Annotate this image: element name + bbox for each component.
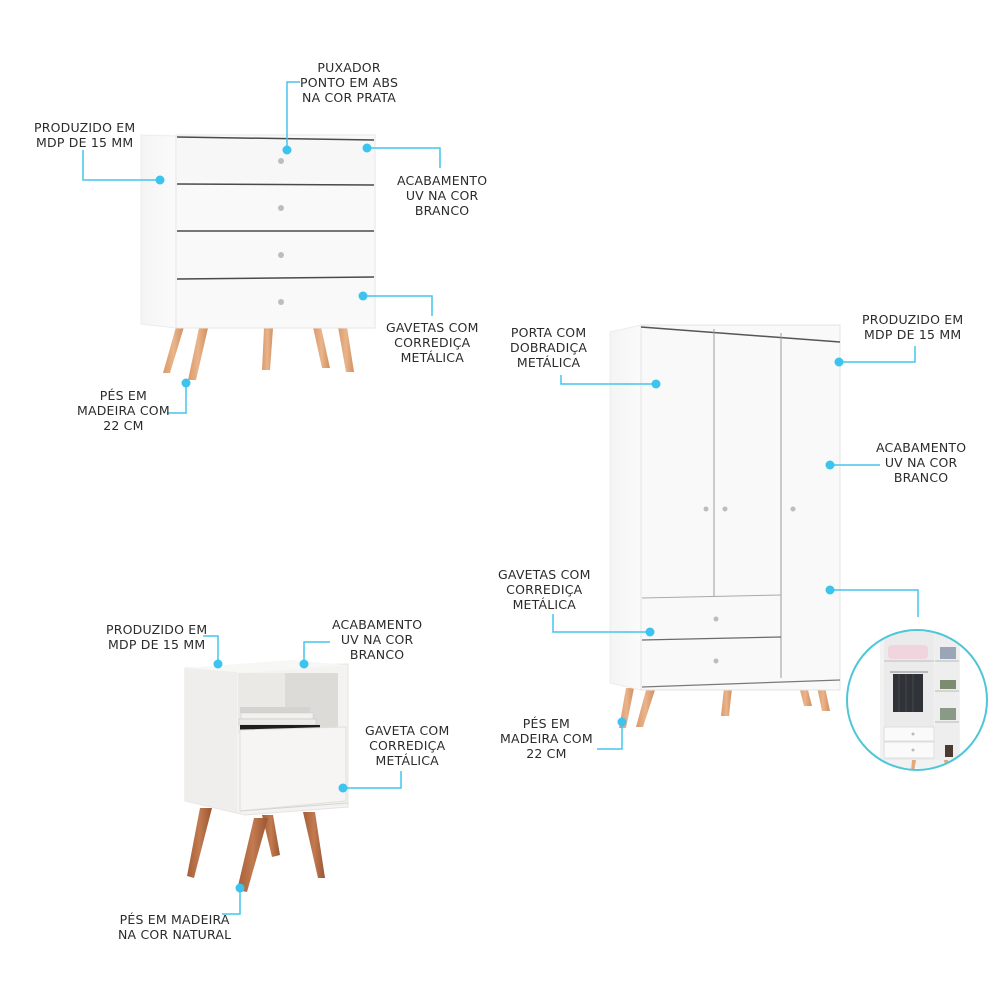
callout-line: PÉS EM MADEIRA (119, 912, 230, 927)
wardrobe-interior-preview (846, 629, 988, 771)
dresser-material-callout: PRODUZIDO EM MDP DE 15 MM (34, 120, 135, 150)
callout-line: METÁLICA (512, 597, 576, 612)
callout-line: BRANCO (414, 203, 470, 218)
callout-line: GAVETA COM (365, 723, 450, 738)
nightstand-drawer-callout: GAVETA COM CORREDIÇA METÁLICA (365, 723, 449, 768)
callout-line: MDP DE 15 MM (36, 135, 134, 150)
callout-line: PONTO EM ABS (300, 75, 399, 90)
wardrobe-finish-callout: ACABAMENTO UV NA COR BRANCO (876, 440, 966, 485)
callout-line: ACABAMENTO (397, 173, 488, 188)
callout-line: PÉS EM (99, 388, 148, 403)
callout-line: PRODUZIDO EM (106, 622, 208, 637)
nightstand-finish-callout: ACABAMENTO UV NA COR BRANCO (332, 617, 422, 662)
callout-line: UV NA COR (405, 188, 479, 203)
callout-line: 22 CM (526, 746, 567, 761)
callout-line: ACABAMENTO (876, 440, 967, 455)
callout-line: CORREDIÇA (369, 738, 446, 753)
wardrobe-door-callout: PORTA COM DOBRADIÇA METÁLICA (510, 325, 587, 370)
wardrobe-drawers-callout: GAVETAS COM CORREDIÇA METÁLICA (498, 567, 591, 612)
callout-line: PORTA COM (510, 325, 587, 340)
nightstand-material-callout: PRODUZIDO EM MDP DE 15 MM (106, 622, 207, 652)
callout-line: GAVETAS COM (386, 320, 479, 335)
dresser-handle-callout: PUXADOR PONTO EM ABS NA COR PRATA (300, 60, 398, 105)
wardrobe-illustration (609, 324, 841, 728)
callout-line: UV NA COR (340, 632, 414, 647)
callout-line: BRANCO (893, 470, 949, 485)
callout-line: NA COR PRATA (302, 90, 397, 105)
callout-line: MADEIRA COM (77, 403, 170, 418)
callout-line: UV NA COR (884, 455, 958, 470)
callout-line: METÁLICA (516, 355, 581, 370)
callout-line: MDP DE 15 MM (108, 637, 206, 652)
dresser-legs-callout: PÉS EM MADEIRA COM 22 CM (77, 388, 170, 433)
callout-line: CORREDIÇA (506, 582, 583, 597)
callout-lines (82, 81, 919, 915)
wardrobe-material-callout: PRODUZIDO EM MDP DE 15 MM (862, 312, 963, 342)
callout-line: PÉS EM (522, 716, 571, 731)
callout-line: ACABAMENTO (332, 617, 423, 632)
callout-line: MADEIRA COM (500, 731, 593, 746)
nightstand-legs-callout: PÉS EM MADEIRA NA COR NATURAL (118, 912, 231, 942)
dresser-finish-callout: ACABAMENTO UV NA COR BRANCO (397, 173, 487, 218)
nightstand-illustration (184, 660, 349, 892)
callout-line: METÁLICA (375, 753, 439, 768)
callout-dots (155, 143, 844, 893)
callout-line: PRODUZIDO EM (34, 120, 136, 135)
dresser-illustration (140, 134, 376, 380)
callout-line: PUXADOR (317, 60, 381, 75)
callout-line: DOBRADIÇA (510, 340, 588, 355)
callout-line: PRODUZIDO EM (862, 312, 964, 327)
callout-line: BRANCO (349, 647, 405, 662)
callout-line: CORREDIÇA (394, 335, 471, 350)
wardrobe-legs-callout: PÉS EM MADEIRA COM 22 CM (500, 716, 593, 761)
callout-line: 22 CM (103, 418, 144, 433)
callout-line: NA COR NATURAL (118, 927, 232, 942)
callout-line: MDP DE 15 MM (864, 327, 962, 342)
callout-line: METÁLICA (400, 350, 464, 365)
callout-line: GAVETAS COM (498, 567, 591, 582)
dresser-drawers-callout: GAVETAS COM CORREDIÇA METÁLICA (386, 320, 479, 365)
